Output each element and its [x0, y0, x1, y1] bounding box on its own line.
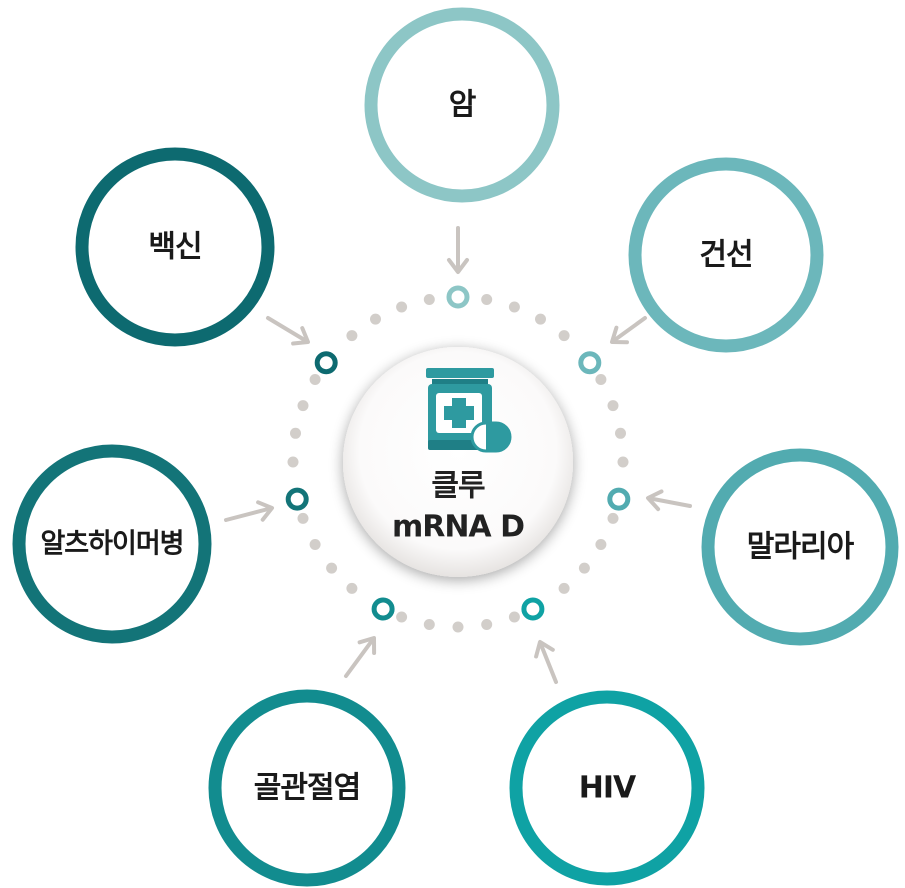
ring-dot [370, 313, 381, 325]
ring-dot [607, 512, 619, 524]
arrow-from-arthritis [344, 636, 377, 678]
arrow-from-alzheimers [224, 500, 274, 522]
disease-node-vaccine: 백신 [75, 147, 275, 347]
disease-node-cancer: 암 [364, 7, 560, 203]
disease-node-arthritis: 골관절염 [208, 689, 406, 887]
ring-dot [396, 301, 408, 313]
disease-label: 말라리아 [747, 530, 855, 565]
ring-dot [615, 427, 626, 439]
arrow-from-cancer [447, 226, 469, 274]
connector-arthritis [371, 597, 395, 621]
disease-label: 알츠하이머병 [40, 529, 183, 560]
disease-ring-cancer [364, 7, 560, 203]
disease-node-malaria: 말라리아 [701, 448, 899, 646]
ring-dot [558, 330, 570, 342]
ring-dot [423, 619, 435, 630]
ring-dot [535, 313, 546, 325]
connector-rings [285, 285, 631, 621]
disease-ring-malaria [701, 448, 899, 646]
arrow-from-malaria [646, 489, 692, 512]
disease-label: HIV [579, 771, 637, 806]
disease-label: 암 [449, 88, 477, 123]
ring-dot [607, 400, 619, 412]
connector-alzheimers [285, 487, 309, 511]
ring-dot [346, 330, 358, 342]
ring-dot [558, 582, 570, 594]
dotted-ring [287, 294, 629, 633]
disease-ring-psoriasis [628, 157, 824, 353]
ring-dot [309, 374, 321, 385]
disease-ring-vaccine [75, 147, 275, 347]
ring-dot [481, 619, 493, 630]
ring-dot [508, 301, 520, 313]
ring-dot [396, 611, 408, 623]
disease-label: 골관절염 [254, 771, 360, 806]
ring-dot [326, 562, 338, 574]
ring-dot [346, 582, 358, 594]
disease-label: 백신 [148, 230, 201, 265]
arrow-from-psoriasis [610, 316, 647, 345]
center-node: 클루 mRNA D [343, 347, 573, 577]
disease-label: 건선 [699, 238, 752, 273]
disease-ring-alzheimers [12, 444, 212, 644]
disease-node-hiv: HIV [509, 690, 705, 886]
ring-dot [595, 374, 607, 385]
connector-vaccine [314, 351, 338, 375]
connector-hiv [521, 597, 545, 621]
center-title-line2: mRNA D [392, 510, 524, 545]
ring-dot [617, 456, 629, 468]
ring-dot [297, 400, 309, 412]
ring-dot [423, 294, 435, 305]
arrow-from-hiv [534, 640, 558, 684]
ring-dot [297, 512, 309, 524]
ring-dot [508, 611, 520, 623]
ring-dot [595, 539, 607, 550]
disease-node-psoriasis: 건선 [628, 157, 824, 353]
connector-cancer [446, 285, 470, 309]
ring-dot [290, 427, 301, 439]
connector-psoriasis [578, 351, 602, 375]
ring-dot [287, 456, 299, 468]
arrows-group [224, 226, 692, 684]
ring-dot [578, 562, 590, 574]
disease-ring-hiv [509, 690, 705, 886]
medicine-bottle-icon [426, 368, 512, 453]
ring-dot [481, 294, 493, 305]
center-title-line1: 클루 [431, 469, 485, 504]
disease-node-alzheimers: 알츠하이머병 [12, 444, 212, 644]
disease-ring-arthritis [208, 689, 406, 887]
ring-dot [452, 621, 464, 633]
connector-malaria [607, 487, 631, 511]
arrow-from-vaccine [266, 316, 310, 346]
center-circle [343, 347, 573, 577]
ring-dot [309, 539, 321, 550]
